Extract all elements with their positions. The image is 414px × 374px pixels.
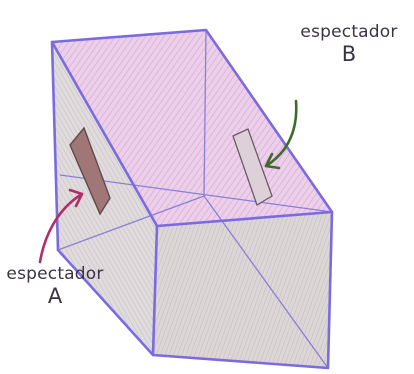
spectator-b-label: espectador B — [283, 24, 414, 65]
box-outline — [50, 28, 334, 370]
spectator-a-window — [69, 126, 111, 216]
spectator-b-window — [232, 128, 273, 206]
spectator-b-arrow — [264, 99, 298, 170]
spectator-b-word: espectador — [300, 22, 398, 42]
spectator-a-word: espectador — [6, 264, 104, 284]
box-hidden-edges — [57, 29, 333, 369]
box-front-face — [153, 212, 332, 368]
spectator-a-label: espectador A — [0, 266, 110, 307]
spectator-a-arrow — [38, 188, 84, 264]
spectator-b-letter: B — [341, 42, 357, 66]
spectator-a-letter: A — [47, 284, 63, 308]
